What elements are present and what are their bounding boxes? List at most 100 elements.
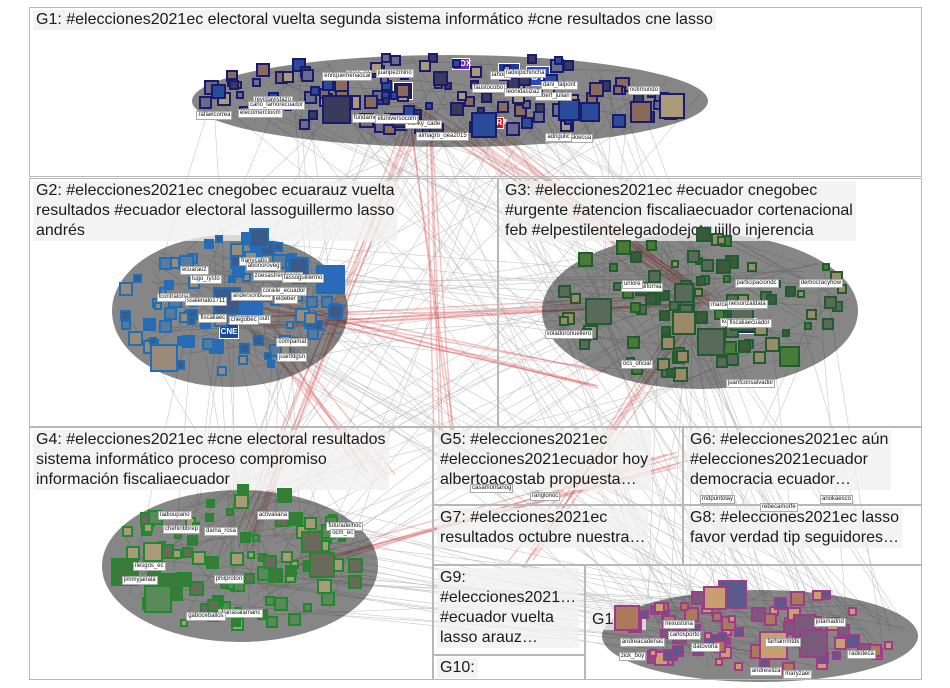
group-box-g4: G4: #elecciones2021ec #cne electoral res…	[29, 427, 433, 680]
node-avatar	[251, 77, 261, 87]
node-avatar	[389, 54, 401, 66]
node-avatar	[640, 609, 650, 619]
node-avatar	[216, 365, 227, 376]
node-avatar	[206, 498, 216, 508]
node-label: jimmyjairala	[121, 575, 158, 585]
node-avatar-large	[696, 328, 725, 357]
node-avatar	[765, 294, 777, 306]
node-label: maryzaer	[783, 670, 813, 680]
node-avatar	[299, 119, 311, 131]
node-avatar	[728, 614, 737, 623]
node-avatar	[199, 96, 213, 110]
node-avatar	[660, 325, 671, 336]
node-label: juanfdgsn	[277, 352, 308, 362]
node-avatar	[700, 258, 714, 272]
node-label: eldeber	[273, 295, 298, 305]
node-label: fiscaliaecuador	[727, 319, 772, 329]
node-label: ssalenalo1711	[184, 296, 228, 306]
node-label: coraile_ecuador	[260, 286, 308, 296]
node-label: lugo_rysto	[190, 275, 222, 285]
node-avatar	[612, 114, 627, 129]
node-avatar	[695, 226, 711, 242]
node-avatar	[214, 235, 223, 243]
node-label: rebecamorfe	[760, 503, 798, 512]
node-avatar	[266, 616, 279, 629]
node-avatar	[718, 631, 728, 641]
node-avatar	[626, 335, 640, 349]
node-label: radioteca	[847, 649, 876, 659]
node-avatar	[128, 330, 144, 346]
node-label: voladoronuellero	[544, 330, 594, 340]
node-avatar	[243, 573, 255, 585]
node-avatar	[121, 525, 133, 537]
node-avatar-large	[579, 102, 600, 123]
node-avatar-large	[673, 282, 694, 303]
node-avatar	[306, 296, 319, 309]
node-avatar	[578, 339, 590, 351]
node-avatar	[232, 265, 246, 279]
node-avatar	[773, 596, 787, 610]
node-avatar-large	[702, 585, 727, 610]
node-avatar	[615, 239, 631, 255]
node-avatar-large	[143, 584, 172, 613]
node-label: unlore	[621, 279, 643, 289]
node-avatar	[733, 626, 744, 637]
node-avatar	[307, 110, 318, 121]
node-avatar	[521, 100, 531, 110]
node-avatar	[133, 273, 143, 283]
node-avatar	[262, 555, 277, 570]
node-avatar-large	[301, 531, 324, 554]
group-box-g7: G7: #elecciones2021ec resultados octubre…	[433, 505, 683, 565]
node-avatar	[562, 59, 574, 71]
node-avatar	[232, 617, 242, 627]
node-avatar	[647, 270, 661, 284]
node-avatar	[432, 71, 448, 87]
node-avatar	[316, 579, 332, 595]
node-label: ocm_ec	[330, 528, 356, 538]
node-avatar	[714, 657, 723, 666]
node-label: elecomercioom	[237, 108, 283, 118]
node-label: nexustona	[663, 620, 695, 630]
node-avatar	[645, 293, 658, 306]
node-avatar	[659, 290, 671, 302]
group-box-g6: G6: #elecciones2021ec aún #elecciones202…	[683, 427, 922, 505]
node-avatar	[182, 546, 194, 558]
node-avatar	[267, 567, 283, 583]
group-label-g9: G9: #elecciones2021… #ecuador vuelta las…	[437, 568, 580, 648]
edge	[348, 118, 738, 652]
group-label-g5: G5: #elecciones2021ec #elecciones2021ecu…	[437, 430, 652, 490]
node-avatar	[679, 602, 689, 612]
node-avatar	[396, 83, 411, 98]
node-avatar	[784, 285, 796, 297]
node-label: chehiribbrep	[162, 525, 201, 535]
group-label-g8: G8: #elecciones2021ec lasso favor verdad…	[687, 508, 903, 548]
node-label: dani_falpont	[540, 81, 578, 91]
node-avatar	[834, 637, 848, 651]
node-avatar	[163, 307, 177, 321]
node-avatar	[629, 302, 641, 314]
node-label: democracyhow	[798, 279, 844, 289]
node-avatar	[750, 606, 766, 622]
node-avatar	[381, 52, 391, 63]
node-avatar	[180, 618, 189, 627]
group-box-g10: G10:	[433, 655, 585, 680]
node-avatar	[554, 56, 564, 66]
node-avatar	[588, 81, 604, 97]
node-avatar	[205, 513, 215, 523]
node-avatar	[884, 640, 894, 650]
node-label: casamontanog	[470, 484, 514, 493]
node-label: dama_rosa	[203, 526, 239, 536]
node-label: zick_boy	[618, 652, 647, 662]
group-box-g8: G8: #elecciones2021ec lasso favor verdad…	[683, 505, 922, 565]
node-avatar	[289, 512, 304, 527]
node-label: juanpezmino	[375, 69, 414, 79]
node-label: ecuarauz	[179, 266, 209, 276]
node-avatar	[277, 487, 293, 503]
group-label-g10: G10:	[437, 658, 478, 678]
node-avatar	[251, 534, 260, 543]
node-avatar	[281, 70, 294, 83]
node-avatar	[207, 599, 221, 612]
node-avatar	[659, 310, 671, 322]
node-label: carlosporto	[667, 630, 702, 640]
group-label-g6: G6: #elecciones2021ec aún #elecciones202…	[687, 430, 892, 490]
